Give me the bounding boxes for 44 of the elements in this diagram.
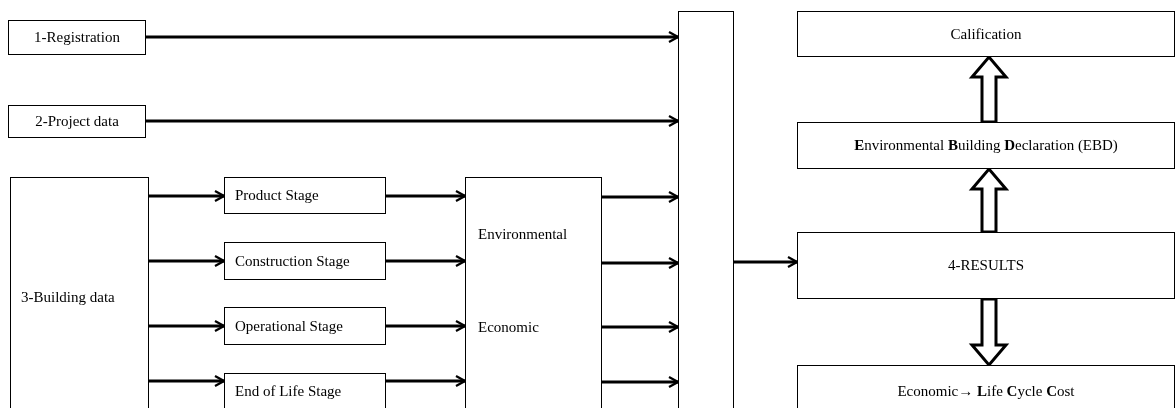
box-label: 1-Registration (34, 29, 120, 46)
process-box (8, 20, 146, 55)
arrow (734, 255, 799, 269)
process-box (10, 177, 149, 408)
box-label: Calification (950, 25, 1022, 43)
arrow (146, 114, 680, 128)
arrow (149, 254, 226, 268)
process-box (797, 122, 1175, 169)
box-label: 3-Building data (21, 288, 115, 306)
box-label: Economic→ Life Cycle Cost (897, 382, 1075, 400)
arrow (386, 374, 467, 388)
process-box (224, 307, 386, 345)
process-box (224, 373, 386, 408)
arrow (602, 190, 680, 204)
arrow (386, 319, 467, 333)
process-box (797, 232, 1175, 299)
box-label: End of Life Stage (235, 383, 342, 400)
arrow (602, 256, 680, 270)
arrow (386, 189, 467, 203)
process-box (797, 11, 1175, 57)
process-box (797, 365, 1175, 408)
arrow (149, 319, 226, 333)
process-box (224, 177, 386, 214)
arrow (149, 189, 226, 203)
box-label: Construction Stage (235, 252, 350, 270)
block-arrow (968, 297, 1010, 368)
box-label: Operational Stage (235, 317, 343, 335)
box-label: Economic (478, 319, 539, 336)
box-label: 2-Project data (35, 113, 119, 130)
box-label: Product Stage (235, 187, 319, 204)
tall-box (678, 11, 734, 408)
arrow (602, 375, 680, 389)
block-arrow (968, 166, 1010, 234)
arrow (386, 254, 467, 268)
box-label: Environmental Building Declaration (EBD) (854, 137, 1118, 154)
arrow (146, 30, 680, 44)
arrow (602, 320, 680, 334)
arrow (149, 374, 226, 388)
process-box (8, 105, 146, 138)
process-box (224, 242, 386, 280)
block-arrow (968, 54, 1010, 124)
process-box (465, 177, 602, 408)
box-label: Environmental (478, 226, 568, 243)
box-label: 4-RESULTS (947, 257, 1025, 274)
